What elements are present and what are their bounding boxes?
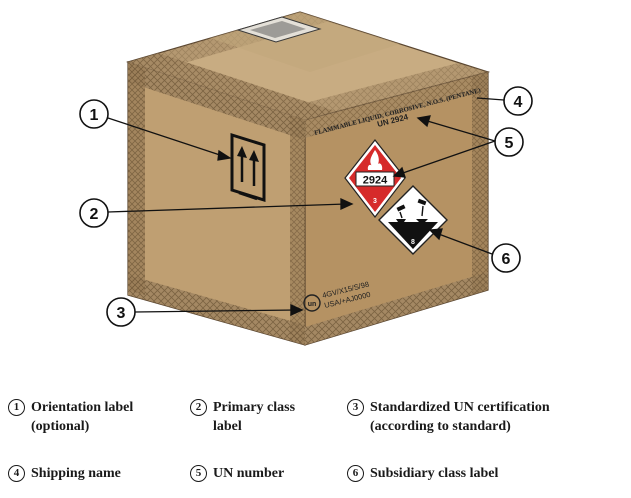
- legend-number: 2: [190, 399, 207, 416]
- legend-item-un-certification: 3 Standardized UN certification (accordi…: [347, 398, 550, 436]
- side-tape: [305, 72, 488, 345]
- subsidiary-label-class: 8: [411, 239, 415, 246]
- callout-2-number: 2: [90, 206, 99, 223]
- callout-6: 6: [491, 243, 521, 273]
- callout-lines: [107, 97, 505, 317]
- callout-5-number: 5: [505, 135, 514, 152]
- callout-1-number: 1: [90, 107, 99, 124]
- legend-item-un-number: 5 UN number: [190, 464, 284, 483]
- primary-label-number: 2924: [363, 175, 388, 187]
- primary-label-class: 3: [373, 198, 377, 205]
- legend-number: 6: [347, 465, 364, 482]
- corrosive-icon: [396, 198, 428, 222]
- primary-class-label: 2924 3: [344, 139, 406, 218]
- legend-text: Standardized UN certification (according…: [370, 400, 550, 434]
- callout-6-number: 6: [502, 251, 511, 268]
- legend-number: 1: [8, 399, 25, 416]
- subsidiary-class-label: 8: [378, 185, 448, 255]
- legend-item-primary-class: 2 Primary class label: [190, 398, 295, 436]
- callout-3-number: 3: [117, 305, 126, 322]
- legend-number: 3: [347, 399, 364, 416]
- callout-2: 2: [79, 198, 109, 228]
- callout-1: 1: [79, 99, 109, 129]
- legend-number: 4: [8, 465, 25, 482]
- legend-text: Orientation label (optional): [31, 400, 134, 434]
- legend-item-shipping-name: 4 Shipping name: [8, 464, 121, 483]
- legend-text: Shipping name: [31, 466, 121, 481]
- callout-5: 5: [494, 127, 524, 157]
- front-tape: [128, 62, 305, 345]
- callout-4-number: 4: [514, 94, 523, 111]
- legend-text: Subsidiary class label: [370, 466, 499, 481]
- callout-3: 3: [106, 297, 136, 327]
- top-stamp: [236, 16, 322, 43]
- legend-number: 5: [190, 465, 207, 482]
- callout-4: 4: [503, 86, 533, 116]
- shipping-box: un 4GV/X15/S/98 USA/+AJ0000 FLAMMABLE LI…: [125, 11, 491, 346]
- un-certification-symbol: un: [308, 301, 317, 308]
- legend-item-orientation: 1 Orientation label (optional): [8, 398, 133, 436]
- orientation-arrows-icon: [230, 132, 266, 203]
- legend-item-subsidiary-class: 6 Subsidiary class label: [347, 464, 498, 483]
- flame-icon: [367, 150, 383, 170]
- legend-text: UN number: [213, 466, 285, 481]
- legend-text: Primary class label: [213, 400, 296, 434]
